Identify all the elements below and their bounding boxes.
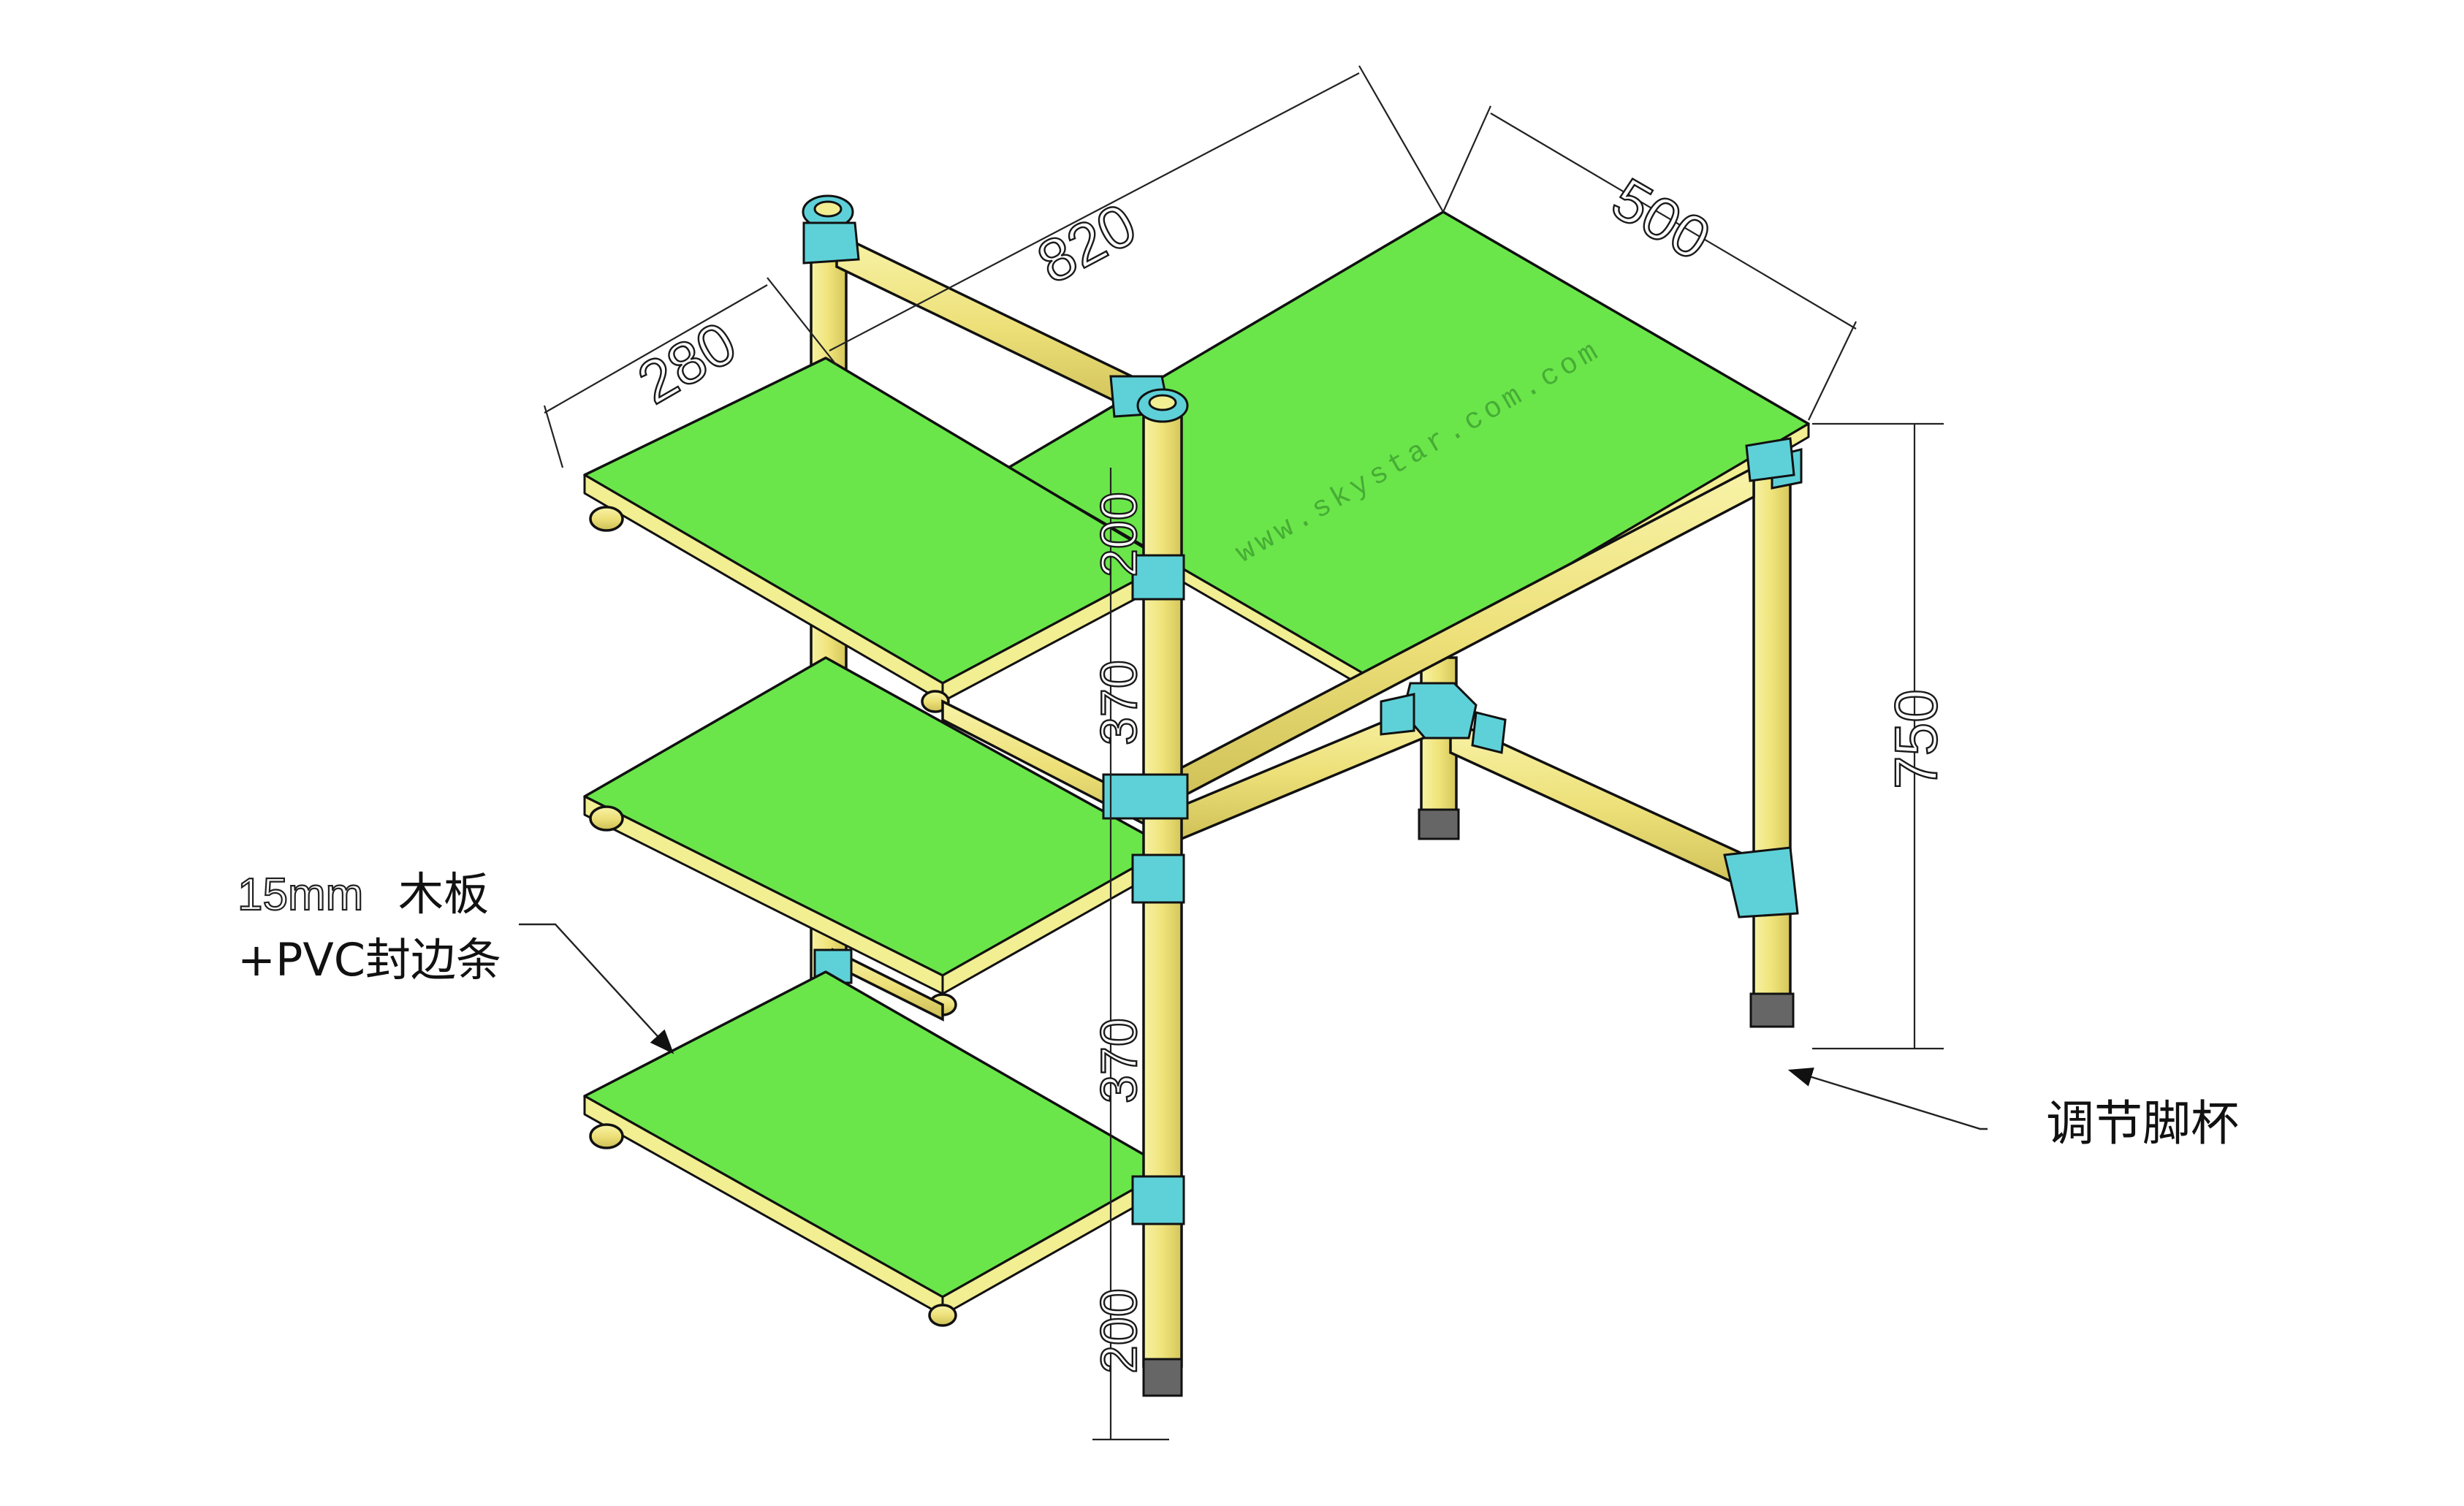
shelf-top — [583, 357, 1171, 835]
dim-gap-bottom: 200 — [1090, 1288, 1147, 1374]
dimension-lines — [543, 65, 1944, 1441]
dim-gap-mid-lower: 370 — [1090, 1018, 1147, 1103]
board-thickness-label: 15mm — [237, 870, 363, 920]
desk-lower-braces — [1168, 682, 1763, 897]
dim-total-length: 820 — [1027, 191, 1147, 297]
board-edge-label: +PVC封边条 — [237, 933, 501, 986]
shelf-middle — [583, 656, 1171, 1022]
dim-desk-depth: 500 — [1601, 166, 1721, 273]
shelf-bottom — [583, 970, 1171, 1327]
dim-gap-mid-upper: 370 — [1090, 660, 1147, 745]
desk-right-foot — [1749, 992, 1795, 1028]
board-spec-callout: 15mm 木板 +PVC封边条 — [237, 867, 674, 1054]
desk-rear-foot — [1418, 808, 1460, 840]
dim-shelf-depth: 280 — [628, 309, 748, 417]
foot-callout: 调节脚杯 — [1787, 1068, 2239, 1152]
adjustable-foot-label: 调节脚杯 — [2046, 1095, 2239, 1152]
front-foot — [1142, 1358, 1183, 1397]
upright-joints — [802, 194, 1795, 1225]
dim-gap-top: 200 — [1090, 492, 1147, 577]
board-material-label: 木板 — [398, 867, 489, 921]
dim-desk-height: 750 — [1883, 689, 1950, 789]
desk-right-leg — [1723, 448, 1803, 1028]
desk-right-joint — [1723, 846, 1799, 919]
